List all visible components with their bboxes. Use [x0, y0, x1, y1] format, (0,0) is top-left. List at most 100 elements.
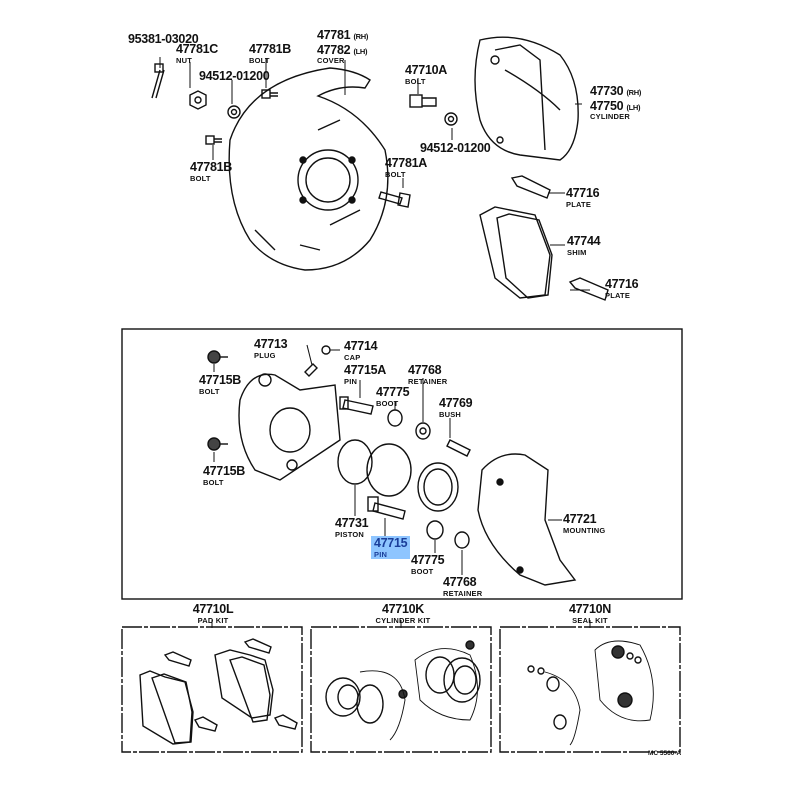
part-label-94512-01200-right[interactable]: 94512-01200: [420, 142, 491, 155]
part-number: 47781A: [385, 156, 427, 170]
dust-cover-drawing: [228, 67, 389, 271]
part-label-47781b-bolt-top[interactable]: 47781B BOLT: [249, 43, 291, 64]
part-name: BOLT: [199, 386, 220, 396]
part-label-47775-boot-upper[interactable]: 47775 BOOT: [376, 385, 410, 408]
part-name: CAP: [344, 352, 361, 362]
part-label-47716-plate-lower[interactable]: 47716 PLATE: [605, 277, 639, 300]
part-number: 47715: [374, 536, 408, 550]
part-name: PLATE: [566, 199, 592, 209]
part-number: 47731: [335, 516, 369, 530]
part-name: NUT: [176, 55, 193, 65]
leader-lines: [159, 57, 590, 575]
fasteners-top-drawing: [151, 63, 458, 208]
part-name: PIN: [344, 376, 358, 386]
part-name: BUSH: [439, 409, 462, 419]
part-number: 95381-03020: [128, 32, 199, 46]
part-number: 47716: [566, 186, 600, 200]
detail-frame: [121, 328, 683, 600]
part-name: BOLT: [203, 477, 224, 487]
part-number: 47714: [344, 339, 378, 353]
part-name: CYLINDER KIT: [375, 615, 431, 625]
part-number: 47710N: [569, 602, 611, 616]
part-number-rh: 47730 (RH): [590, 85, 641, 98]
cylinder-lh-suffix: (LH): [626, 102, 641, 112]
part-number: 94512-01200: [199, 69, 270, 83]
cylinder-kit-drawing: [325, 640, 481, 741]
part-label-47716-plate-upper[interactable]: 47716 PLATE: [566, 186, 600, 209]
part-number: 47781C: [176, 42, 218, 56]
part-number: 47781B: [190, 160, 232, 174]
part-number-rh: 47781 (RH): [317, 29, 368, 42]
kit-label-pad-kit[interactable]: 47710L PAD KIT: [187, 603, 239, 624]
pad-kit-drawing: [139, 638, 298, 745]
part-label-47769-bush[interactable]: 47769 BUSH: [439, 396, 473, 419]
part-number: 47769: [439, 396, 473, 410]
kit-leaders: [211, 620, 591, 628]
cover-lh-suffix: (LH): [353, 46, 368, 56]
part-label-94512-01200-left[interactable]: 94512-01200: [199, 69, 270, 83]
part-label-47775-boot-lower[interactable]: 47775 BOOT: [411, 553, 445, 576]
part-name: PLATE: [605, 290, 631, 300]
part-label-47714-cap[interactable]: 47714 CAP: [344, 339, 378, 362]
cover-lh-number: 47782: [317, 42, 351, 57]
part-label-47731-piston[interactable]: 47731 PISTON: [335, 516, 369, 538]
part-label-47715a-pin[interactable]: 47715A PIN: [344, 364, 386, 385]
part-number: 47744: [567, 234, 601, 248]
part-name: PAD KIT: [197, 615, 229, 625]
detail-small-parts-drawing: [207, 345, 471, 549]
part-name: CYLINDER: [590, 112, 630, 121]
part-label-47744-shim[interactable]: 47744 SHIM: [567, 234, 601, 257]
part-number: 47775: [411, 553, 445, 567]
cylinder-rh-suffix: (RH): [626, 88, 642, 97]
part-name: BOOT: [411, 566, 434, 576]
part-name: BOLT: [405, 76, 426, 86]
part-number: 47775: [376, 385, 410, 399]
seal-kit-drawing: [527, 640, 654, 746]
part-label-47715b-bolt-lower[interactable]: 47715B BOLT: [203, 465, 245, 486]
part-number: 47715B: [199, 373, 241, 387]
part-number-lh: 47782 (LH): [317, 42, 368, 57]
part-number: 47713: [254, 337, 288, 351]
part-label-cover[interactable]: 47781 (RH) 47782 (LH) COVER: [317, 29, 368, 65]
part-label-47781c-nut[interactable]: 47781C NUT: [176, 43, 218, 64]
part-number: 47715A: [344, 363, 386, 377]
part-label-47715b-bolt-upper[interactable]: 47715B BOLT: [199, 374, 241, 395]
part-number: 47710A: [405, 63, 447, 77]
mounting-drawing: [477, 453, 577, 586]
part-name: PIN: [374, 549, 388, 559]
part-name: BOLT: [385, 169, 406, 179]
part-number: 47781B: [249, 42, 291, 56]
part-name: COVER: [317, 56, 345, 65]
cover-rh-suffix: (RH): [353, 32, 369, 41]
cover-rh-number: 47781: [317, 28, 351, 42]
part-name: PLUG: [254, 350, 276, 360]
part-name: BOLT: [249, 55, 270, 65]
part-label-47781a-bolt[interactable]: 47781A BOLT: [385, 157, 427, 178]
part-label-47768-retainer-upper[interactable]: 47768 RETAINER: [408, 364, 447, 385]
part-label-47721-mounting[interactable]: 47721 MOUNTING: [563, 513, 605, 534]
part-label-95381-03020[interactable]: 95381-03020: [128, 32, 199, 46]
part-name: BOOT: [376, 398, 399, 408]
part-label-47715-pin-highlighted[interactable]: 47715 PIN: [371, 536, 411, 559]
part-number-lh: 47750 (LH): [590, 98, 641, 113]
caliper-body-drawing: [238, 373, 341, 481]
part-name: RETAINER: [408, 376, 448, 386]
part-name: SEAL KIT: [572, 615, 608, 625]
part-number: 47768: [443, 575, 477, 589]
part-number: 47716: [605, 277, 639, 291]
document-code: MC 5560-A: [648, 750, 682, 757]
part-label-47710a-bolt[interactable]: 47710A BOLT: [405, 64, 447, 85]
part-label-47781b-bolt-lower[interactable]: 47781B BOLT: [190, 161, 232, 182]
part-number: 47768: [408, 363, 442, 377]
part-label-47768-retainer-lower[interactable]: 47768 RETAINER: [443, 576, 482, 597]
kit-label-cylinder-kit[interactable]: 47710K CYLINDER KIT: [366, 603, 440, 624]
part-number: 47721: [563, 512, 597, 526]
part-name: MOUNTING: [563, 525, 606, 535]
part-label-47713-plug[interactable]: 47713 PLUG: [254, 337, 288, 360]
part-label-cylinder[interactable]: 47730 (RH) 47750 (LH) CYLINDER: [590, 85, 641, 121]
cylinder-lh-number: 47750: [590, 98, 624, 113]
part-name: SHIM: [567, 247, 587, 257]
part-name: RETAINER: [443, 588, 483, 598]
kit-label-seal-kit[interactable]: 47710N SEAL KIT: [563, 603, 617, 624]
